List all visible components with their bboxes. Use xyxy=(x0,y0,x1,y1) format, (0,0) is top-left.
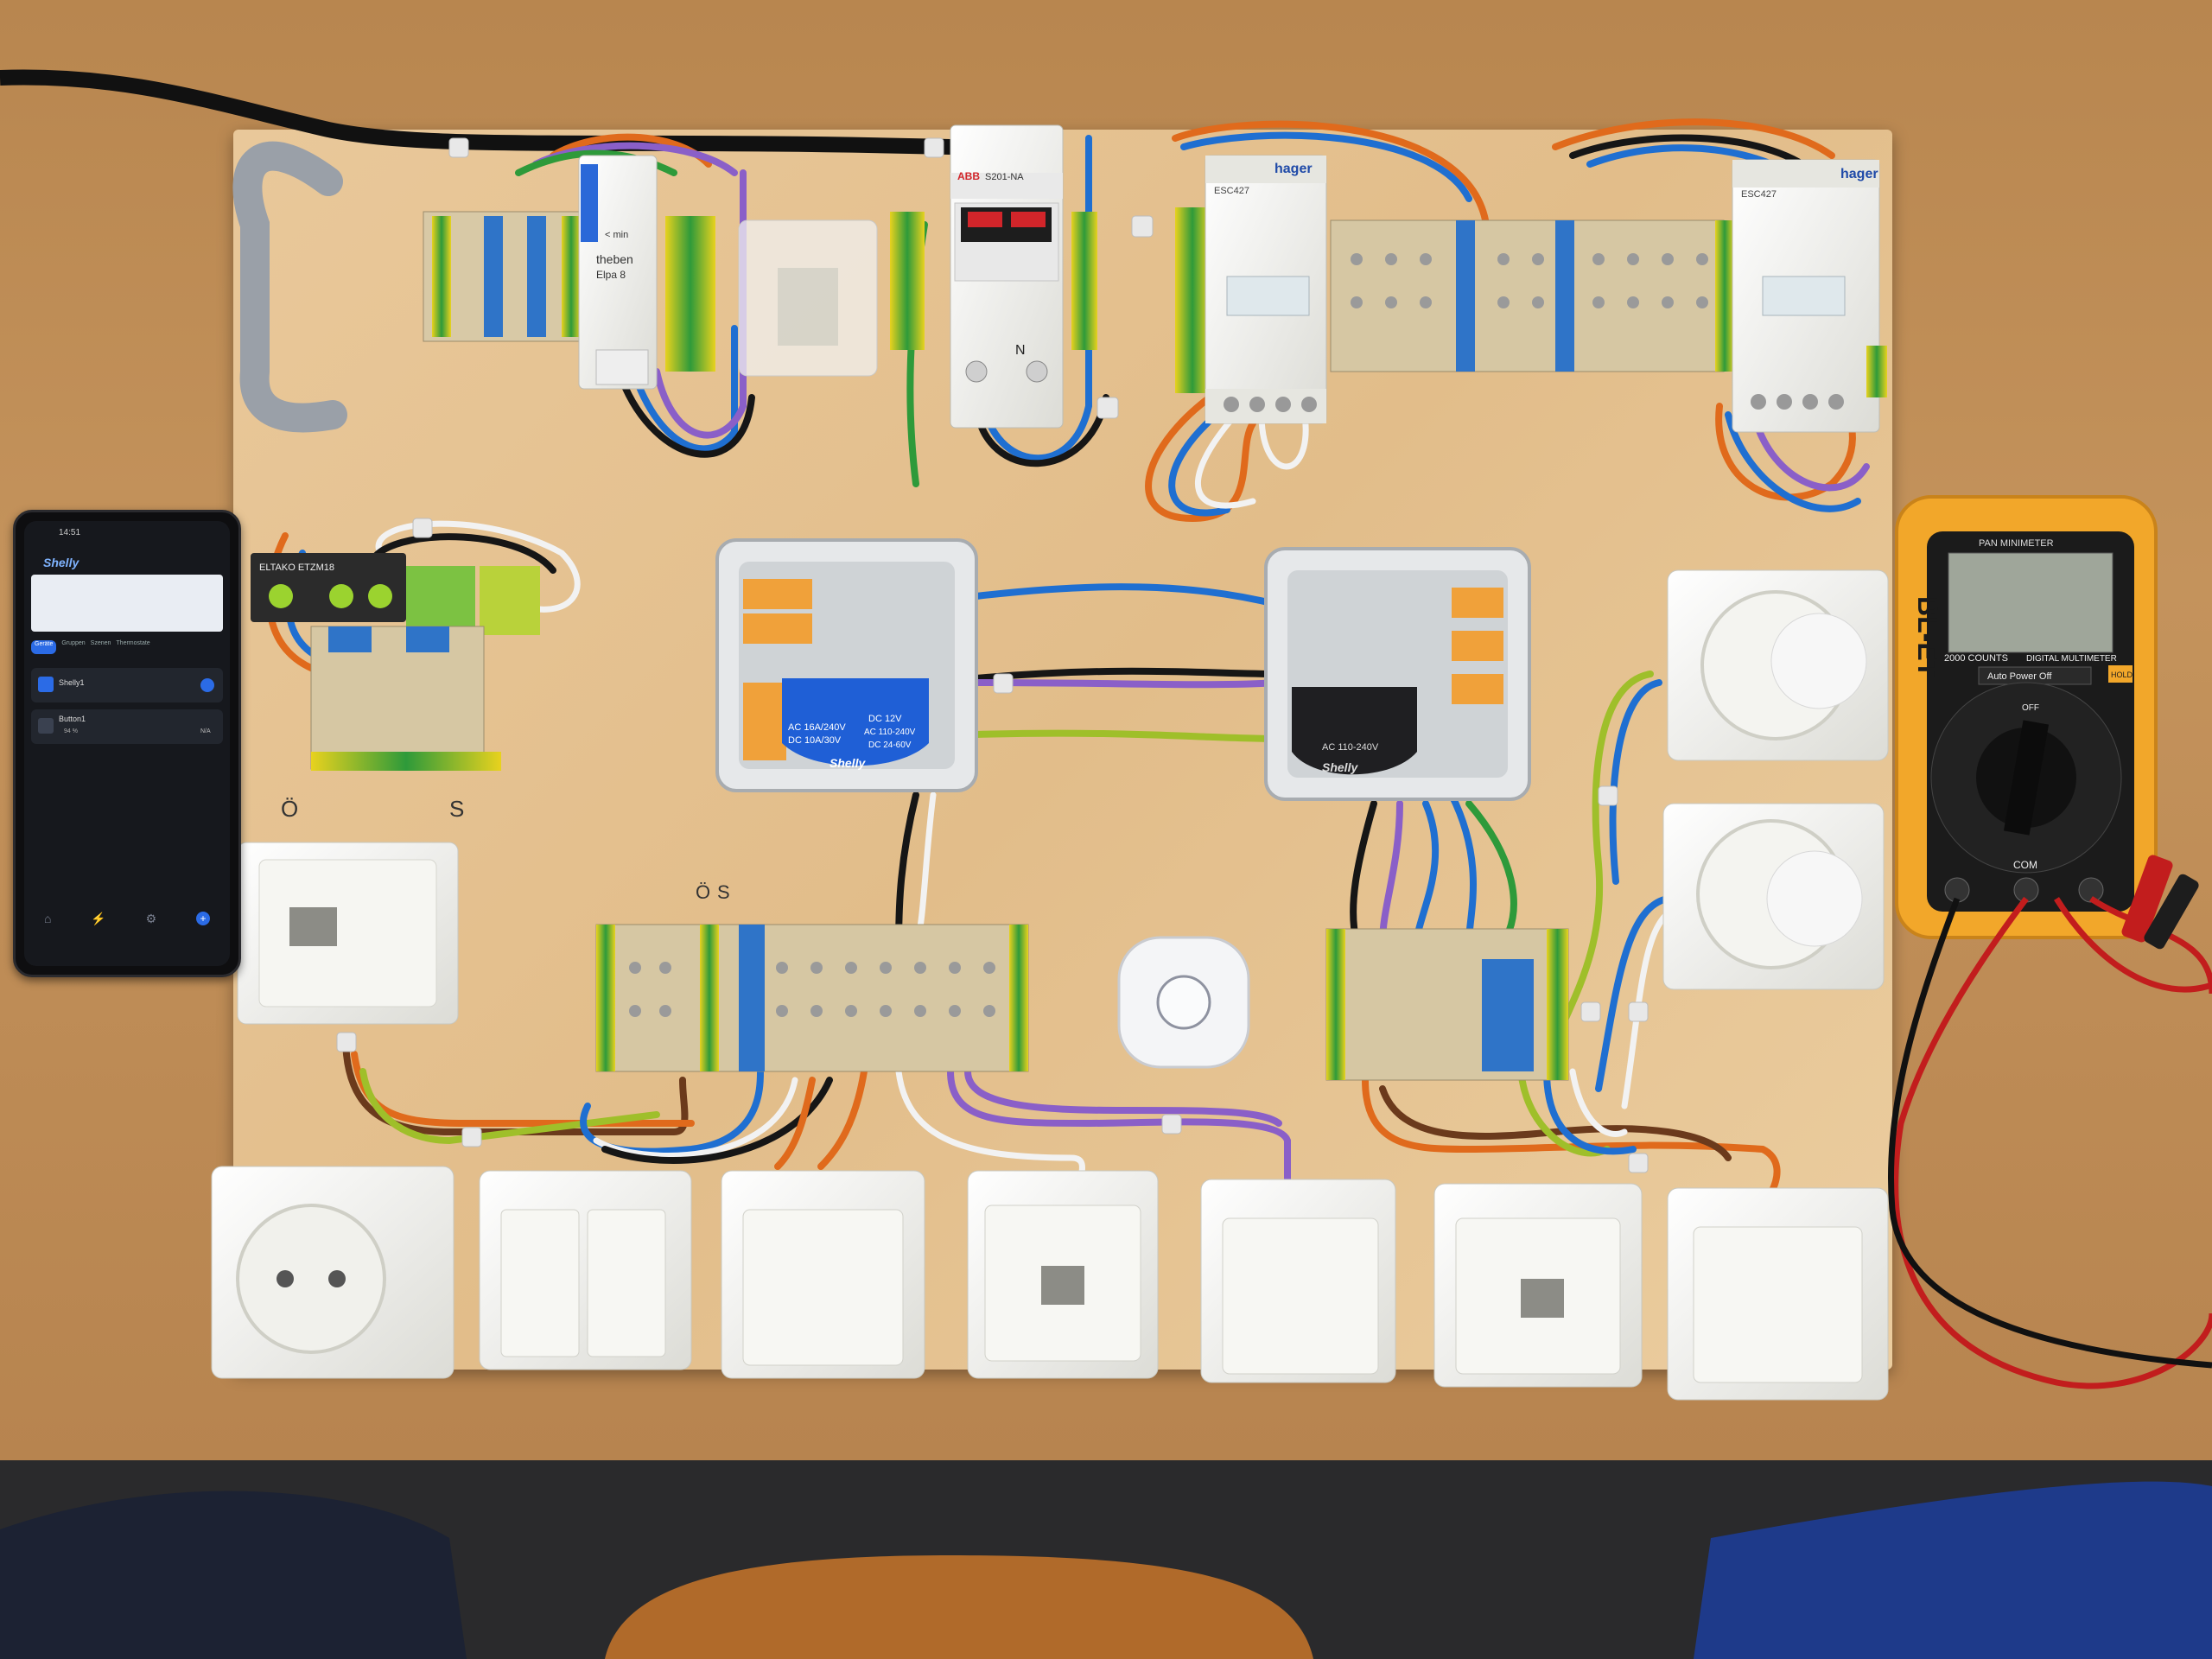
tab-groups[interactable]: Gruppen xyxy=(61,640,86,646)
power-cable xyxy=(0,69,951,155)
shelly1-spec2: DC 10A/30V xyxy=(788,735,842,746)
mcb-neutral-label: N xyxy=(1015,343,1026,358)
smartphone: 14:51 Shelly Geräte Gruppen Szenen Therm… xyxy=(13,510,241,977)
tab-bar: Geräte Gruppen Szenen Thermostate xyxy=(31,640,223,654)
board-handle xyxy=(232,141,347,433)
handwritten-o-mid: Ö xyxy=(696,881,710,903)
device-name: Button1 xyxy=(59,715,86,723)
rocker-switch-2 xyxy=(1200,1179,1396,1383)
eltako-relay: ELTAKO ETZM18 xyxy=(251,553,540,635)
multimeter-hold: HOLD xyxy=(2111,671,2133,679)
terminal-row-top-right xyxy=(1330,219,1734,372)
terminal-block-bottom-right xyxy=(1325,928,1569,1081)
person-leg-left xyxy=(0,1491,467,1659)
app-title: Shelly xyxy=(43,556,79,569)
terminal-block-left xyxy=(310,626,501,771)
device-value: N/A xyxy=(200,728,211,734)
power-outlet xyxy=(211,1166,454,1379)
contactor-left-model: ESC427 xyxy=(1214,186,1249,196)
cable-clips xyxy=(336,137,1649,1173)
home-icon[interactable]: ⌂ xyxy=(43,912,52,925)
device-icon xyxy=(38,718,54,734)
junction-box-right: AC 110-240V Shelly xyxy=(1264,547,1531,801)
status-time: 14:51 xyxy=(59,528,81,537)
mcb-breaker: ABB S201-NA N xyxy=(890,124,1097,429)
flash-icon[interactable]: ⚡ xyxy=(91,911,106,925)
timer-unit: < min xyxy=(605,230,628,240)
junction-box-left: AC 16A/240V DC 10A/30V DC 12V AC 110-240… xyxy=(715,538,978,792)
shelly1-brand: Shelly xyxy=(830,756,866,770)
multimeter: PAN MINIMETER 2000 COUNTS DIGITAL MULTIM… xyxy=(1895,495,2158,939)
app-banner xyxy=(31,575,223,632)
shelly2-spec: AC 110-240V xyxy=(1322,742,1379,753)
rocker-switch-3 xyxy=(1667,1187,1889,1401)
contactor-left: hager ESC427 xyxy=(1175,155,1327,424)
multimeter-brand: BL-ET xyxy=(1912,596,1943,678)
transparent-relay xyxy=(738,219,878,377)
lamp-socket-bottom xyxy=(1662,803,1885,990)
contactor-right-model: ESC427 xyxy=(1741,189,1777,200)
timer-model: Elpa 8 xyxy=(596,269,626,281)
shelly-1-module xyxy=(782,678,929,766)
tab-scenes[interactable]: Szenen xyxy=(90,640,111,646)
device-card-shelly1[interactable]: Shelly1 xyxy=(31,668,223,702)
eltako-label: ELTAKO ETZM18 xyxy=(259,563,334,573)
mcb-brand: ABB xyxy=(957,170,980,182)
timer-brand: theben xyxy=(596,252,633,266)
terminal-block-top-left xyxy=(423,211,715,372)
terminal-block-bottom-middle xyxy=(595,924,1029,1072)
shelly-smart-button xyxy=(1117,936,1250,1069)
tab-devices[interactable]: Geräte xyxy=(31,640,57,654)
handwritten-s-left: S xyxy=(449,796,464,822)
contactor-right-brand: hager xyxy=(1840,167,1878,181)
tab-thermostats[interactable]: Thermostate xyxy=(116,640,150,646)
multimeter-auto-off: Auto Power Off xyxy=(1987,671,2052,682)
gear-icon[interactable]: ⚙ xyxy=(145,911,157,925)
handwritten-o-left: Ö xyxy=(281,796,298,822)
device-icon xyxy=(38,677,54,692)
shelly1-spec3: DC 12V xyxy=(868,714,902,724)
person-leg-right xyxy=(1694,1481,2212,1659)
rocker-switch-1 xyxy=(721,1170,925,1379)
test-leads xyxy=(1887,855,2212,1389)
mcb-model: S201-NA xyxy=(985,172,1024,182)
power-toggle-icon[interactable] xyxy=(200,678,214,692)
shelly1-spec1: AC 16A/240V xyxy=(788,722,846,733)
shelly1-spec5: DC 24-60V xyxy=(868,741,912,750)
add-icon[interactable]: + xyxy=(196,912,211,925)
staircase-timer: theben Elpa 8 < min xyxy=(578,155,658,390)
multimeter-off: OFF xyxy=(2022,703,2039,713)
shelly2-brand: Shelly xyxy=(1322,760,1358,774)
multimeter-counts: 2000 COUNTS xyxy=(1944,653,2008,664)
handwritten-s-mid: S xyxy=(717,881,730,903)
multimeter-com: COM xyxy=(2013,859,2037,871)
multimeter-type: DIGITAL MULTIMETER xyxy=(2026,654,2117,664)
chair-seat xyxy=(605,1555,1313,1659)
device-card-button1[interactable]: Button1 94 % N/A xyxy=(31,709,223,744)
phone-screen: 14:51 Shelly Geräte Gruppen Szenen Therm… xyxy=(24,521,230,966)
network-socket-left xyxy=(237,842,459,1025)
battery-status: 94 % xyxy=(64,728,78,734)
key-switch-2 xyxy=(1433,1183,1643,1388)
double-switch xyxy=(479,1170,692,1370)
shelly1-spec4: AC 110-240V xyxy=(864,728,916,737)
device-name: Shelly1 xyxy=(59,678,85,687)
shelly-2-module xyxy=(1292,687,1417,775)
multimeter-label: PAN MINIMETER xyxy=(1979,538,2054,549)
bottom-nav: ⌂ ⚡ ⚙ + xyxy=(24,901,230,936)
lamp-socket-top xyxy=(1667,569,1889,761)
key-switch-1 xyxy=(967,1170,1159,1379)
contactor-right: hager ESC427 xyxy=(1732,159,1887,433)
contactor-left-brand: hager xyxy=(1274,162,1313,176)
